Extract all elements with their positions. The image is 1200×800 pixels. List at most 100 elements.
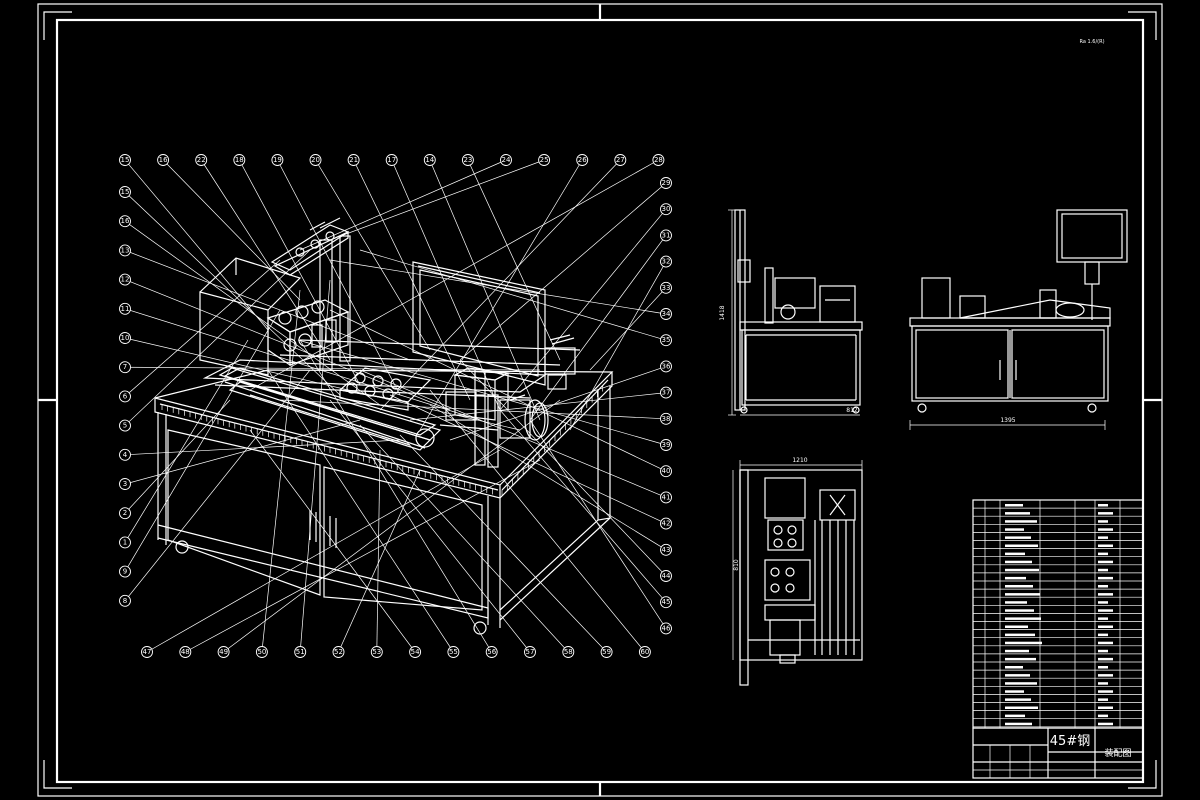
leader-line bbox=[124, 309, 281, 572]
balloon-number: 31 bbox=[662, 231, 671, 239]
balloon-number: 20 bbox=[311, 156, 320, 164]
balloon-right: 29 bbox=[660, 177, 672, 189]
dim-plan-width: 1210 bbox=[792, 457, 807, 464]
balloon-top: 23 bbox=[461, 154, 474, 166]
balloon-number: 45 bbox=[662, 598, 671, 606]
balloon-number: 16 bbox=[121, 217, 130, 225]
plan-view bbox=[739, 469, 863, 686]
leader-line bbox=[124, 439, 401, 456]
leader-line bbox=[353, 159, 471, 401]
leader-line bbox=[419, 159, 583, 431]
balloon-number: 44 bbox=[662, 572, 671, 580]
isometric-view: 1516221819202117142324252627281516131211… bbox=[119, 154, 672, 658]
balloon-bottom: 53 bbox=[370, 646, 383, 658]
balloon-right: 33 bbox=[660, 281, 672, 294]
balloon-number: 33 bbox=[662, 284, 671, 292]
balloon-top: 22 bbox=[195, 154, 208, 166]
balloon-number: 53 bbox=[372, 648, 381, 656]
balloon-right: 37 bbox=[660, 386, 672, 399]
balloon-top: 27 bbox=[614, 154, 627, 166]
title-block bbox=[972, 727, 1144, 779]
balloon-top: 20 bbox=[309, 154, 322, 166]
leader-line bbox=[249, 429, 416, 653]
drawing-name: 装配图 bbox=[1104, 747, 1131, 759]
leader-line bbox=[389, 394, 667, 524]
leader-line bbox=[124, 337, 521, 431]
balloon-number: 4 bbox=[123, 451, 128, 459]
scale-note: Ra 1.6/(R) bbox=[1079, 39, 1104, 45]
leader-line bbox=[124, 369, 311, 602]
balloon-number: 46 bbox=[662, 624, 671, 632]
leader-line bbox=[124, 220, 381, 406]
leader-line bbox=[124, 259, 281, 397]
monitor bbox=[412, 261, 546, 398]
balloon-number: 41 bbox=[662, 493, 671, 501]
balloon-top: 26 bbox=[576, 154, 589, 166]
dim-plan-height: 810 bbox=[733, 559, 740, 571]
balloon-right: 44 bbox=[660, 570, 672, 582]
leader-line bbox=[299, 159, 507, 251]
balloon-number: 55 bbox=[449, 648, 458, 656]
balloon-number: 40 bbox=[662, 467, 671, 475]
balloon-left: 4 bbox=[119, 448, 131, 461]
marking-head bbox=[439, 367, 510, 468]
balloon-right: 35 bbox=[660, 334, 672, 347]
leader-line bbox=[359, 249, 667, 341]
leader-line bbox=[249, 159, 659, 391]
balloon-number: 7 bbox=[123, 363, 127, 371]
parts-list bbox=[972, 499, 1144, 729]
balloon-number: 14 bbox=[425, 156, 434, 164]
balloon-number: 35 bbox=[662, 336, 671, 344]
balloon-top: 25 bbox=[538, 154, 551, 166]
balloon-right: 30 bbox=[660, 203, 672, 216]
balloon-right: 41 bbox=[660, 491, 672, 504]
leader-line bbox=[359, 424, 569, 653]
leader-line bbox=[277, 159, 401, 396]
balloon-number: 43 bbox=[662, 546, 671, 554]
leader-line bbox=[499, 409, 667, 603]
dim-side-width: 812 bbox=[846, 407, 858, 414]
dim-front-width: 1395 bbox=[1000, 417, 1015, 424]
leader-line bbox=[467, 159, 561, 361]
leader-line bbox=[238, 159, 361, 386]
balloon-number: 38 bbox=[662, 415, 671, 423]
side-dimensions bbox=[728, 209, 860, 416]
balloon-number: 24 bbox=[502, 156, 511, 164]
balloon-number: 21 bbox=[349, 156, 358, 164]
balloon-bottom: 51 bbox=[294, 646, 307, 658]
balloon-left: 13 bbox=[119, 244, 131, 257]
balloon-number: 57 bbox=[526, 648, 535, 656]
leader-line bbox=[359, 369, 667, 498]
balloon-number: 51 bbox=[296, 648, 305, 656]
balloon-number: 16 bbox=[159, 156, 168, 164]
balloon-number: 54 bbox=[411, 648, 420, 656]
balloon-top: 28 bbox=[652, 154, 665, 166]
centering-marks bbox=[38, 4, 1162, 796]
balloon-right: 46 bbox=[660, 622, 672, 635]
hole-plate bbox=[338, 367, 432, 411]
balloon-number: 42 bbox=[662, 520, 671, 528]
leader-line bbox=[399, 434, 607, 653]
leader-line bbox=[391, 159, 501, 411]
balloon-bottom: 54 bbox=[409, 646, 422, 658]
balloon-top: 19 bbox=[271, 154, 284, 166]
leader-line bbox=[429, 159, 541, 421]
leader-line bbox=[124, 159, 269, 331]
balloon-number: 23 bbox=[463, 156, 472, 164]
left-panel bbox=[199, 257, 302, 376]
balloon-number: 3 bbox=[123, 480, 127, 488]
balloon-left: 9 bbox=[119, 565, 131, 578]
leader-line bbox=[124, 249, 311, 426]
leader-line bbox=[124, 339, 249, 543]
balloon-left: 10 bbox=[119, 332, 131, 344]
balloon-number: 26 bbox=[578, 156, 587, 164]
balloon-right: 45 bbox=[660, 596, 672, 609]
balloon-left: 6 bbox=[119, 390, 131, 403]
balloon-top: 21 bbox=[347, 154, 360, 166]
balloon-number: 60 bbox=[640, 648, 649, 656]
balloon-number: 47 bbox=[143, 648, 152, 656]
balloon-bottom: 60 bbox=[638, 646, 651, 658]
cup-tower bbox=[266, 217, 351, 371]
leader-line bbox=[429, 404, 667, 551]
